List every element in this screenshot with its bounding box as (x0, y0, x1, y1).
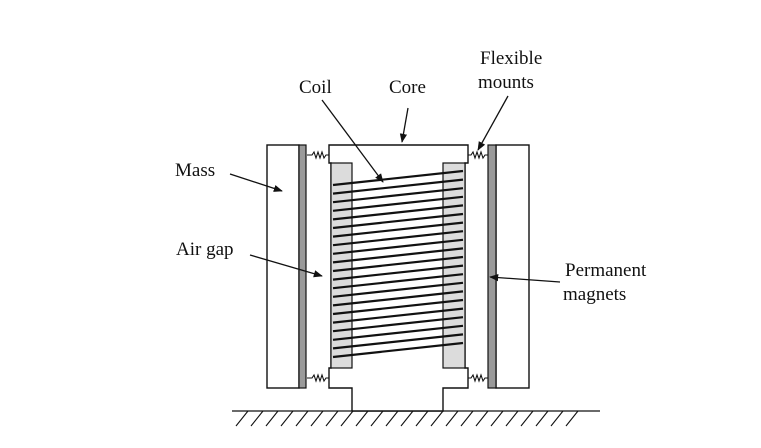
air-gap-leader (249, 254, 323, 278)
spring-top-left (307, 150, 329, 160)
coil-turn (332, 247, 464, 264)
coil-turn (332, 273, 464, 290)
ground-hatch-line (310, 410, 324, 427)
ground-hatch-line (400, 410, 414, 427)
coil-turn (332, 255, 464, 273)
spring-bottom-right (468, 373, 488, 383)
permanent-magnets-leader (489, 273, 561, 283)
coil-turn (332, 178, 464, 195)
air-gap-label: Air gap (176, 239, 234, 260)
core-leader (399, 107, 409, 143)
coil-turn (332, 230, 464, 247)
left-mass-block (266, 144, 300, 389)
mass-leader (229, 173, 283, 192)
coil-turn (332, 221, 464, 238)
core-left-pole (330, 162, 353, 369)
permanent-magnets-label-line2: magnets (563, 284, 626, 305)
coil-turn (332, 264, 464, 281)
ground-hatch-line (340, 410, 354, 427)
flexible-mounts-label-line2: mounts (478, 72, 534, 93)
ground-hatch-line (505, 410, 519, 427)
mass-label: Mass (175, 160, 215, 181)
coil-leader (321, 99, 384, 183)
ground-hatch-line (535, 410, 549, 427)
ground-hatch-line (475, 410, 489, 427)
ground-hatch-line (355, 410, 369, 427)
ground-hatch-line (460, 410, 474, 427)
coil-turn (332, 204, 464, 221)
ground-hatch-line (265, 410, 279, 427)
left-permanent-magnet (298, 144, 307, 389)
right-mass-block (495, 144, 530, 389)
coil-turn (332, 307, 464, 324)
ground-hatch-line (385, 410, 399, 427)
coil-turn (332, 333, 464, 350)
coil-turn (332, 238, 464, 255)
coil-turn (332, 341, 464, 359)
coil-turn (332, 169, 464, 187)
ground-hatch-line (370, 410, 384, 427)
flexible-mounts-leader (477, 95, 509, 151)
ground-hatch-line (550, 410, 564, 427)
right-permanent-magnet (487, 144, 497, 389)
coil-turn (332, 195, 464, 212)
coil-turn (332, 281, 464, 298)
ground-hatching (235, 410, 579, 427)
coil-turn (332, 212, 464, 230)
coil-turn (332, 290, 464, 307)
ground-hatch-line (415, 410, 429, 427)
coil-windings (332, 169, 464, 359)
ground-hatch-line (430, 410, 444, 427)
ground-hatch-line (250, 410, 264, 427)
ground-hatch-line (295, 410, 309, 427)
flexible-mounts-label-line1: Flexible (480, 48, 542, 69)
spring-bottom-left (307, 373, 329, 383)
ground (232, 410, 600, 427)
coil-label: Coil (299, 77, 332, 98)
ground-hatch-line (520, 410, 534, 427)
spring-top-right (468, 150, 488, 160)
coil-turn (332, 298, 464, 316)
permanent-magnets-label-line1: Permanent (565, 260, 647, 281)
coil-turn (332, 324, 464, 341)
ground-hatch-line (490, 410, 504, 427)
ground-hatch-line (445, 410, 459, 427)
ground-hatch-line (325, 410, 339, 427)
ground-hatch-line (280, 410, 294, 427)
coil-turn (332, 187, 464, 204)
core-label: Core (389, 77, 426, 98)
ground-hatch-line (565, 410, 579, 427)
coil-turn (332, 316, 464, 333)
ground-hatch-line (235, 410, 249, 427)
